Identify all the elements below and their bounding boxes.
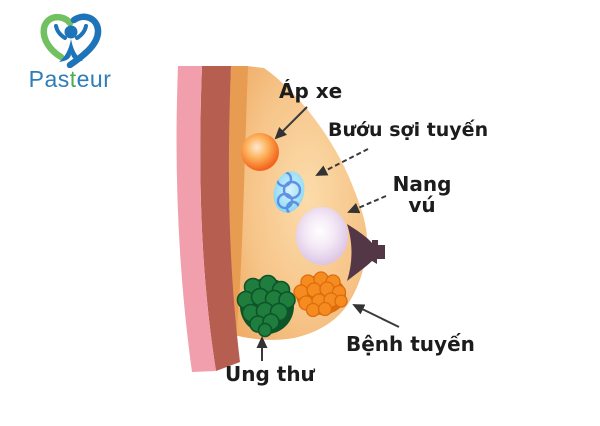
cancer-label: Ung thư [225, 362, 315, 386]
heart-person-icon [40, 13, 102, 68]
fibroadenoma-arrow [315, 148, 369, 176]
adenosis-arrow [352, 304, 400, 328]
brand-name: Pasteur [28, 66, 112, 92]
adenosis-cluster [293, 271, 348, 318]
cyst-arrow [347, 195, 387, 214]
cyst-sphere [296, 207, 348, 265]
muscle-layer [200, 66, 240, 371]
cyst-label: Nang vú [392, 172, 452, 217]
cancer-cluster [236, 274, 296, 338]
adenosis-label: Bệnh tuyến [346, 332, 475, 356]
abscess-label: Áp xe [279, 79, 343, 103]
fibroadenoma-label: Bướu sợi tuyến [328, 119, 489, 141]
nipple [347, 224, 385, 281]
skin-layer [176, 66, 216, 372]
abscess-sphere [241, 133, 279, 171]
pasteur-logo: Pasteur [26, 12, 114, 91]
abscess-arrow [274, 106, 308, 140]
